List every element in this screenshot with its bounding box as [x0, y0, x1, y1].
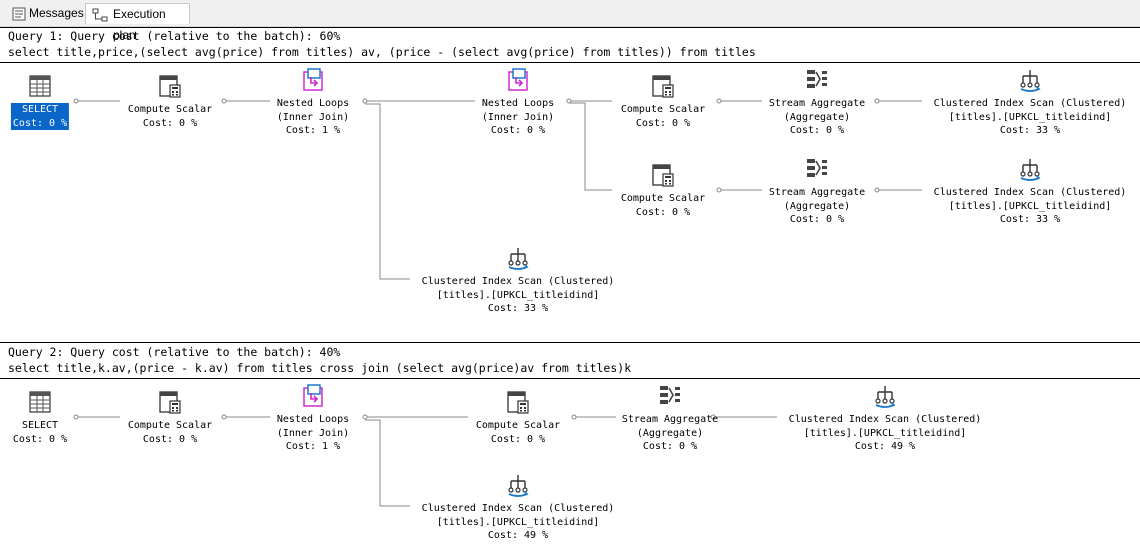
node-label: Compute Scalar: [620, 104, 706, 115]
q1-nested-loops-node-2[interactable]: Nested Loops (Inner Join) Cost: 0 %: [482, 97, 554, 138]
q1-stream-aggregate-node-2[interactable]: Stream Aggregate (Aggregate) Cost: 0 %: [769, 186, 865, 227]
node-cost: Cost: 49 %: [487, 530, 549, 541]
node-cost: Cost: 0 %: [142, 433, 198, 445]
tab-execution-plan[interactable]: Execution plan: [85, 3, 190, 42]
compute-scalar-icon[interactable]: [158, 390, 182, 414]
node-label: Compute Scalar: [127, 104, 213, 115]
q2-clustered-index-scan-node[interactable]: Clustered Index Scan (Clustered) [titles…: [789, 413, 982, 454]
node-detail: (Inner Join): [276, 427, 350, 439]
node-cost: Cost: 0 %: [789, 214, 845, 225]
node-cost: Cost: 0 %: [642, 441, 698, 452]
q2-select-node[interactable]: SELECT Cost: 0 %: [13, 419, 67, 446]
node-label: SELECT: [10, 103, 70, 117]
results-tab-bar: Messages Execution plan: [0, 0, 1140, 42]
node-label: Compute Scalar: [620, 193, 706, 204]
node-detail: (Inner Join): [481, 111, 555, 123]
node-label: Stream Aggregate: [768, 187, 866, 198]
clustered-index-scan-icon[interactable]: [1018, 157, 1042, 181]
q1-compute-scalar-node[interactable]: Compute Scalar Cost: 0 %: [128, 103, 212, 130]
q2-nested-loops-node[interactable]: Nested Loops (Inner Join) Cost: 1 %: [277, 413, 349, 454]
node-detail: [titles].[UPKCL_titleidind]: [948, 200, 1112, 212]
stream-aggregate-icon[interactable]: [805, 157, 829, 181]
query1-header: Query 1: Query cost (relative to the bat…: [8, 29, 341, 43]
q1-clustered-index-scan-node[interactable]: Clustered Index Scan (Clustered) [titles…: [934, 97, 1127, 138]
node-detail: (Inner Join): [276, 111, 350, 123]
node-detail: [titles].[UPKCL_titleidind]: [436, 516, 600, 528]
q1-clustered-index-scan-node-3[interactable]: Clustered Index Scan (Clustered) [titles…: [422, 275, 615, 316]
nested-loops-icon[interactable]: [506, 68, 530, 92]
node-label: Clustered Index Scan (Clustered): [421, 503, 615, 514]
clustered-index-scan-icon[interactable]: [1018, 68, 1042, 92]
query1-top-divider: [0, 27, 1140, 28]
node-cost: Cost: 0 %: [142, 117, 198, 129]
stream-aggregate-icon[interactable]: [658, 384, 682, 408]
node-label: Stream Aggregate: [621, 414, 719, 425]
query1-bottom-divider: [0, 62, 1140, 63]
stream-aggregate-icon[interactable]: [805, 68, 829, 92]
node-label: Compute Scalar: [127, 420, 213, 431]
node-detail: [titles].[UPKCL_titleidind]: [948, 111, 1112, 123]
clustered-index-scan-icon[interactable]: [506, 246, 530, 270]
node-label: Compute Scalar: [475, 420, 561, 431]
execution-plan-icon: [92, 8, 108, 22]
messages-icon: [12, 7, 26, 21]
node-cost: Cost: 0 %: [12, 433, 68, 445]
node-cost: Cost: 33 %: [999, 125, 1061, 136]
node-cost: Cost: 0 %: [635, 117, 691, 129]
q2-clustered-index-scan-node-2[interactable]: Clustered Index Scan (Clustered) [titles…: [422, 502, 615, 543]
compute-scalar-icon[interactable]: [651, 163, 675, 187]
q1-select-node[interactable]: SELECT Cost: 0 %: [10, 103, 70, 130]
compute-scalar-icon[interactable]: [506, 390, 530, 414]
node-detail: [titles].[UPKCL_titleidind]: [436, 289, 600, 301]
query2-bottom-divider: [0, 378, 1140, 379]
node-label: Clustered Index Scan (Clustered): [421, 276, 615, 287]
node-label: Nested Loops: [276, 98, 350, 109]
node-label: Stream Aggregate: [768, 98, 866, 109]
query2-header: Query 2: Query cost (relative to the bat…: [8, 345, 341, 359]
tab-messages-label: Messages: [29, 6, 84, 20]
node-label: Clustered Index Scan (Clustered): [788, 414, 982, 425]
q1-compute-scalar-node-2[interactable]: Compute Scalar Cost: 0 %: [621, 103, 705, 130]
q1-stream-aggregate-node[interactable]: Stream Aggregate (Aggregate) Cost: 0 %: [769, 97, 865, 138]
node-label: Nested Loops: [481, 98, 555, 109]
tab-execution-plan-label: Execution plan: [113, 7, 166, 42]
q2-compute-scalar-node-2[interactable]: Compute Scalar Cost: 0 %: [476, 419, 560, 446]
node-detail: [titles].[UPKCL_titleidind]: [803, 427, 967, 439]
node-cost: Cost: 1 %: [285, 441, 341, 452]
node-cost: Cost: 33 %: [487, 303, 549, 314]
node-detail: (Aggregate): [783, 111, 851, 123]
node-cost: Cost: 0 %: [490, 433, 546, 445]
node-cost: Cost: 0 %: [10, 116, 70, 130]
nested-loops-icon[interactable]: [301, 384, 325, 408]
q2-compute-scalar-node[interactable]: Compute Scalar Cost: 0 %: [128, 419, 212, 446]
nested-loops-icon[interactable]: [301, 68, 325, 92]
node-label: Nested Loops: [276, 414, 350, 425]
node-cost: Cost: 49 %: [854, 441, 916, 452]
clustered-index-scan-icon[interactable]: [506, 473, 530, 497]
node-label: SELECT: [21, 420, 59, 431]
query2-top-divider: [0, 342, 1140, 343]
node-detail: (Aggregate): [783, 200, 851, 212]
q1-compute-scalar-node-3[interactable]: Compute Scalar Cost: 0 %: [621, 192, 705, 219]
node-cost: Cost: 0 %: [789, 125, 845, 136]
node-cost: Cost: 1 %: [285, 125, 341, 136]
q1-nested-loops-node[interactable]: Nested Loops (Inner Join) Cost: 1 %: [277, 97, 349, 138]
select-icon[interactable]: [28, 74, 52, 98]
clustered-index-scan-icon[interactable]: [873, 384, 897, 408]
query1-sql: select title,price,(select avg(price) fr…: [8, 45, 756, 59]
node-cost: Cost: 0 %: [635, 206, 691, 218]
node-detail: (Aggregate): [636, 427, 704, 439]
tab-messages[interactable]: Messages: [6, 3, 84, 24]
select-icon[interactable]: [28, 390, 52, 414]
node-label: Clustered Index Scan (Clustered): [933, 98, 1127, 109]
query2-sql: select title,k.av,(price - k.av) from ti…: [8, 361, 632, 375]
compute-scalar-icon[interactable]: [651, 74, 675, 98]
q2-stream-aggregate-node[interactable]: Stream Aggregate (Aggregate) Cost: 0 %: [622, 413, 718, 454]
compute-scalar-icon[interactable]: [158, 74, 182, 98]
q1-clustered-index-scan-node-2[interactable]: Clustered Index Scan (Clustered) [titles…: [934, 186, 1127, 227]
node-cost: Cost: 33 %: [999, 214, 1061, 225]
node-label: Clustered Index Scan (Clustered): [933, 187, 1127, 198]
node-cost: Cost: 0 %: [490, 125, 546, 136]
